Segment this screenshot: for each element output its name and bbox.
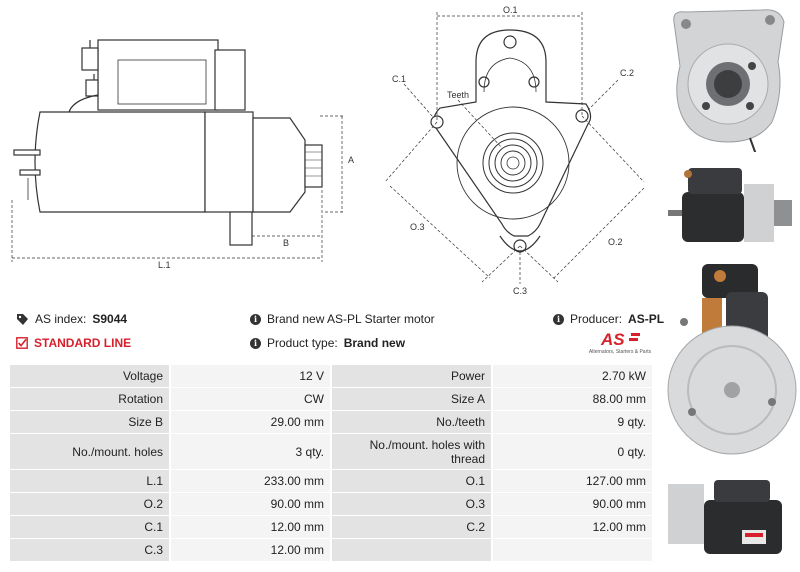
spec-label: O.2 — [10, 493, 171, 516]
spec-value: 9 qty. — [493, 411, 654, 434]
side-view-drawing — [13, 39, 323, 246]
brand-tagline: Alternators, Starters & Parts — [588, 349, 652, 355]
spec-value: 0 qty. — [493, 434, 654, 470]
producer-row: i Producer: AS-PL — [553, 312, 664, 326]
product-type-label: Product type: — [267, 336, 338, 350]
spec-label: No./mount. holes with thread — [332, 434, 493, 470]
front-view-drawing — [430, 29, 592, 253]
producer-value: AS-PL — [628, 312, 665, 326]
product-photo-angled — [662, 474, 798, 570]
spec-label: O.3 — [332, 493, 493, 516]
spec-label: Size B — [10, 411, 171, 434]
technical-drawings: L.1 B A O.1 C.1 C.2 Teeth O.3 — [11, 5, 645, 296]
spec-value: 88.00 mm — [493, 388, 654, 411]
as-index-row: AS index: S9044 — [16, 312, 127, 326]
spec-value: 233.00 mm — [171, 470, 332, 493]
product-photo-side — [662, 162, 798, 258]
spec-value: 29.00 mm — [171, 411, 332, 434]
spec-label: C.3 — [10, 539, 171, 562]
front-view-dimensions — [384, 12, 645, 284]
label-l1: L.1 — [158, 260, 171, 270]
spec-value: 12.00 mm — [493, 516, 654, 539]
spec-label: Voltage — [10, 365, 171, 388]
spec-value — [493, 539, 654, 562]
as-index-label: AS index: — [35, 312, 87, 326]
spec-label: No./mount. holes — [10, 434, 171, 470]
spec-label: No./teeth — [332, 411, 493, 434]
spec-value: 12.00 mm — [171, 539, 332, 562]
standard-line-label: STANDARD LINE — [34, 336, 132, 350]
label-o3: O.3 — [410, 222, 425, 232]
label-teeth: Teeth — [447, 90, 469, 100]
spec-label — [332, 539, 493, 562]
spec-label: L.1 — [10, 470, 171, 493]
label-o2: O.2 — [608, 237, 623, 247]
label-b: B — [283, 238, 289, 248]
info-icon: i — [250, 313, 261, 325]
description-row: i Brand new AS-PL Starter motor — [250, 312, 435, 326]
label-a: A — [348, 155, 354, 165]
checkbox-checked-icon — [16, 337, 28, 349]
product-description: Brand new AS-PL Starter motor — [267, 312, 435, 326]
as-pl-logo: AS Alternators, Starters & Parts — [585, 330, 655, 358]
product-photo-rear — [662, 262, 798, 472]
spec-value: 90.00 mm — [171, 493, 332, 516]
spec-value: 90.00 mm — [493, 493, 654, 516]
producer-label: Producer: — [570, 312, 623, 326]
product-type-row: i Product type: Brand new — [250, 336, 405, 350]
product-photo-front — [662, 2, 798, 152]
as-logo-mark: AS — [600, 330, 640, 348]
spec-value: 3 qty. — [171, 434, 332, 470]
label-c2: C.2 — [620, 68, 634, 78]
spec-label: C.2 — [332, 516, 493, 539]
spec-label: O.1 — [332, 470, 493, 493]
spec-value: CW — [171, 388, 332, 411]
info-icon: i — [553, 313, 564, 325]
label-c1: C.1 — [392, 74, 406, 84]
svg-text:AS: AS — [600, 330, 625, 348]
spec-label: Size A — [332, 388, 493, 411]
spec-value: 127.00 mm — [493, 470, 654, 493]
label-c3: C.3 — [513, 286, 527, 296]
standard-line-row: STANDARD LINE — [16, 336, 131, 350]
label-o1: O.1 — [503, 5, 518, 15]
as-index-value: S9044 — [92, 312, 128, 326]
spec-label: Rotation — [10, 388, 171, 411]
side-view-dimensions — [11, 115, 345, 262]
spec-label: C.1 — [10, 516, 171, 539]
spec-value: 2.70 kW — [493, 365, 654, 388]
tag-icon — [17, 313, 28, 325]
info-icon: i — [250, 337, 261, 349]
spec-label: Power — [332, 365, 493, 388]
spec-value: 12 V — [171, 365, 332, 388]
product-type-value: Brand new — [343, 336, 406, 350]
spec-value: 12.00 mm — [171, 516, 332, 539]
